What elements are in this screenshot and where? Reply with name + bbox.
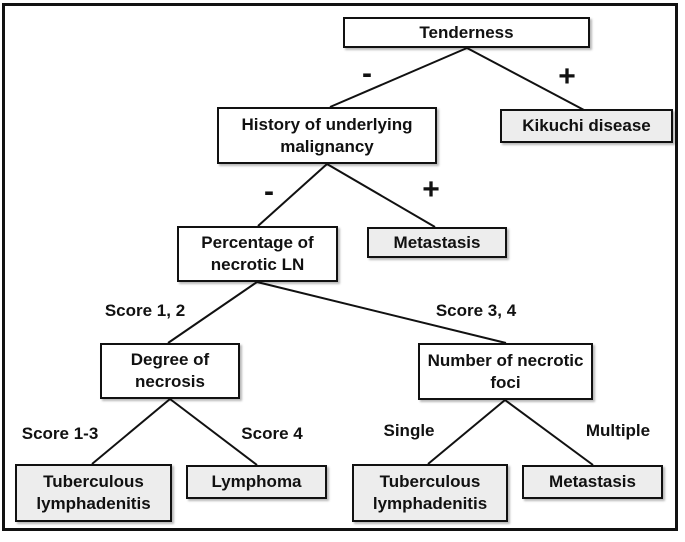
edge-label-score-1-2: Score 1, 2 <box>104 301 186 320</box>
edge-label-tenderness-positive: + <box>558 60 576 93</box>
node-tuberculous-lymphadenitis-right: Tuberculous lymphadenitis <box>352 464 508 522</box>
node-tuberculous-lymphadenitis-left: Tuberculous lymphadenitis <box>15 464 172 522</box>
node-lymphoma: Lymphoma <box>186 465 327 499</box>
edge-label-score-4: Score 4 <box>241 424 303 443</box>
node-metastasis-lower: Metastasis <box>522 465 663 499</box>
node-degree-of-necrosis: Degree of necrosis <box>100 343 240 399</box>
node-history-of-underlying-malignancy: History of underlying malignancy <box>217 107 437 164</box>
edge-label-history-positive: + <box>422 173 440 206</box>
node-number-of-necrotic-foci: Number of necrotic foci <box>418 343 593 400</box>
edge-label-history-negative: - <box>264 175 274 208</box>
edge-label-single: Single <box>383 421 435 440</box>
node-percentage-of-necrotic-ln: Percentage of necrotic LN <box>177 226 338 282</box>
edge-label-multiple: Multiple <box>585 421 651 440</box>
figure-border-frame <box>2 3 678 531</box>
edge-label-score-1-3: Score 1-3 <box>21 424 99 443</box>
node-tenderness: Tenderness <box>343 17 590 48</box>
edge-label-score-3-4: Score 3, 4 <box>435 301 517 320</box>
edge-label-tenderness-negative: - <box>362 57 372 90</box>
node-metastasis-upper: Metastasis <box>367 227 507 258</box>
node-kikuchi-disease: Kikuchi disease <box>500 109 673 143</box>
